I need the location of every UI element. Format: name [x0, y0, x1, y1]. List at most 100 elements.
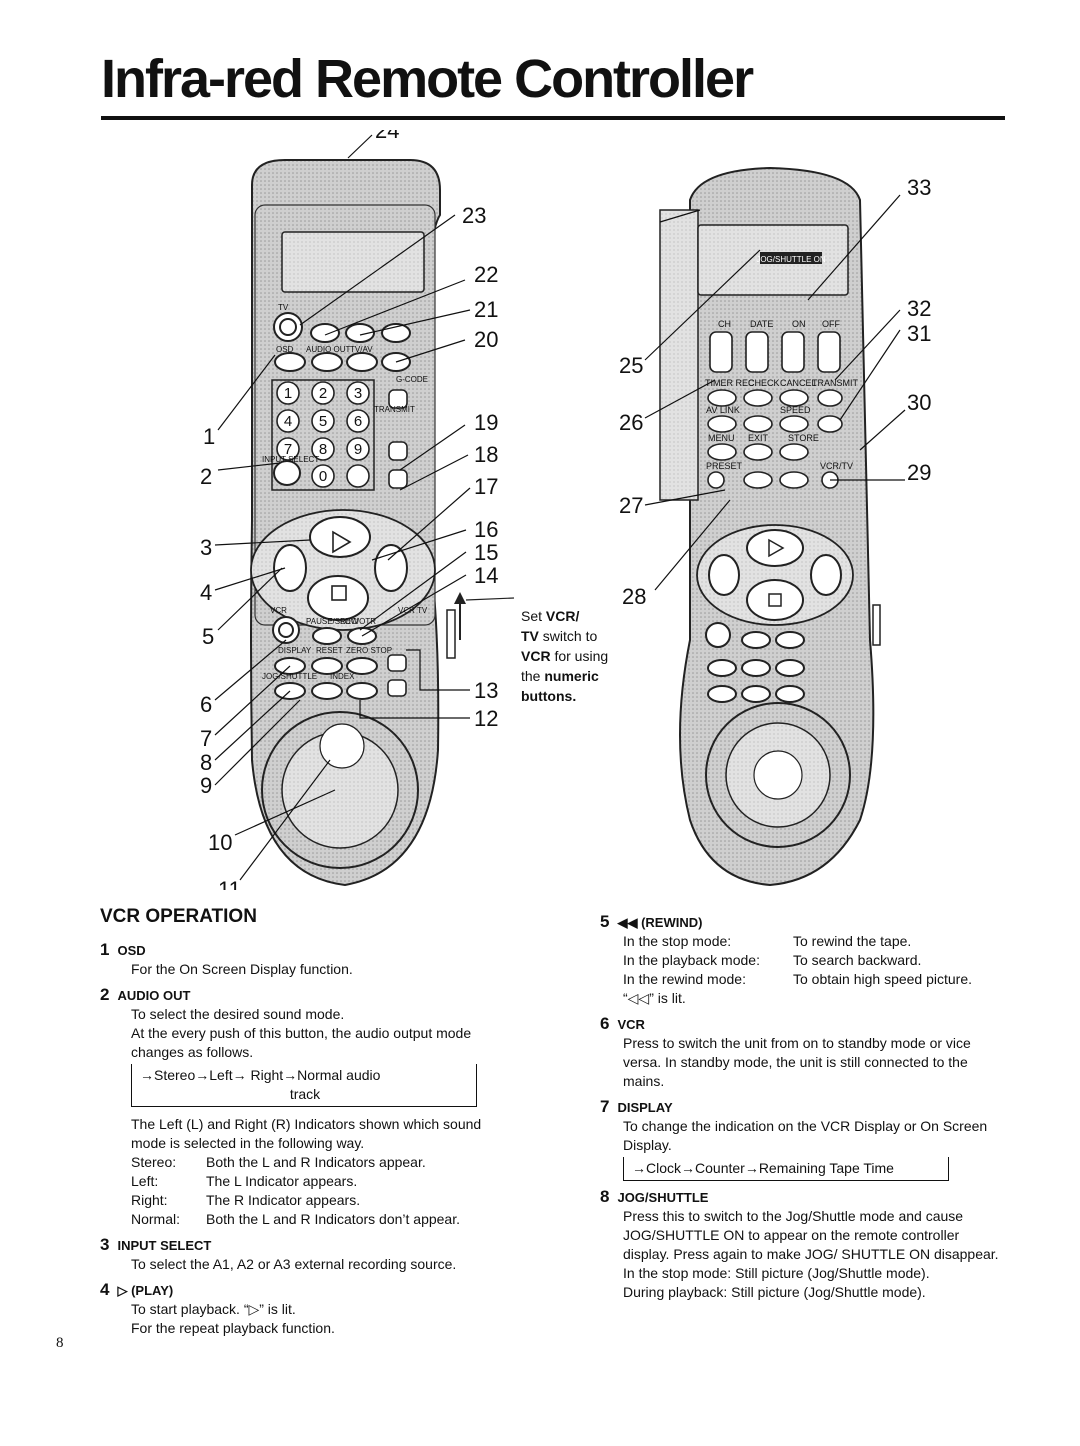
callout-18: 18: [474, 442, 498, 467]
item-input-select-text: To select the A1, A2 or A3 external reco…: [131, 1256, 457, 1272]
svg-text:JOG/SHUTTLE: JOG/SHUTTLE: [262, 672, 317, 681]
callout-9: 9: [200, 773, 212, 798]
callout-27: 27: [619, 493, 643, 518]
item-rewind-heading: 5◀◀ (REWIND): [600, 912, 703, 931]
svg-text:TRANSMIT: TRANSMIT: [812, 378, 859, 388]
svg-text:5: 5: [319, 413, 327, 430]
svg-text:EXIT: EXIT: [748, 433, 769, 443]
svg-text:7: 7: [284, 441, 292, 458]
svg-text:8: 8: [319, 441, 327, 458]
callout-22: 22: [474, 262, 498, 287]
callout-28: 28: [622, 584, 646, 609]
svg-text:2: 2: [319, 385, 327, 402]
callout-3: 3: [200, 535, 212, 560]
svg-text:INPUT SELECT: INPUT SELECT: [262, 455, 319, 464]
callout-5: 5: [202, 624, 214, 649]
svg-text:4: 4: [284, 413, 292, 430]
callout-19: 19: [474, 410, 498, 435]
item-jog-shuttle-body: Press this to switch to the Jog/Shuttle …: [623, 1208, 999, 1300]
svg-text:CANCEL: CANCEL: [780, 378, 817, 388]
svg-text:TIMER REC: TIMER REC: [705, 378, 755, 388]
svg-text:JOG/SHUTTLE ON: JOG/SHUTTLE ON: [756, 255, 826, 264]
callout-25: 25: [619, 353, 643, 378]
svg-text:PRESET: PRESET: [706, 461, 743, 471]
callout-8: 8: [200, 750, 212, 775]
callout-14: 14: [474, 563, 498, 588]
svg-text:VCR/TV: VCR/TV: [820, 461, 853, 471]
left-remote: 1 2 3 4 5 6 7 8 9 0: [250, 159, 441, 887]
vcr-tv-switch-note: Set VCR/ TV switch to VCR for using the …: [521, 608, 609, 704]
svg-text:DATE: DATE: [750, 319, 773, 329]
svg-text:G-CODE: G-CODE: [396, 375, 428, 384]
remote-diagram: 1 2 3 4 5 6 7 8 9 0: [200, 130, 931, 890]
svg-text:SPEED: SPEED: [780, 405, 811, 415]
callout-6: 6: [200, 692, 212, 717]
audio-indicator-text: The Left (L) and Right (R) Indicators sh…: [131, 1116, 482, 1227]
callout-15: 15: [474, 540, 498, 565]
callout-24: 24: [375, 130, 399, 143]
callout-11: 11: [218, 877, 241, 890]
svg-text:AUDIO OUT: AUDIO OUT: [306, 345, 351, 354]
display-cycle-box: →Clock→Counter→Remaining Tape Time: [623, 1157, 949, 1181]
callout-2: 2: [200, 464, 212, 489]
callout-16: 16: [474, 517, 498, 542]
item-rewind-body: In the stop mode:To rewind the tape. In …: [623, 933, 973, 1006]
svg-text:AV LINK: AV LINK: [706, 405, 740, 415]
vcr-operation-heading: VCR OPERATION: [100, 906, 257, 927]
item-play-heading: 4▷ (PLAY): [100, 1280, 174, 1299]
callout-13: 13: [474, 678, 498, 703]
svg-text:CHECK: CHECK: [748, 378, 780, 388]
callout-21: 21: [474, 297, 498, 322]
callout-4: 4: [200, 580, 212, 605]
svg-text:TRANSMIT: TRANSMIT: [374, 405, 415, 414]
svg-text:MENU: MENU: [708, 433, 735, 443]
item-display-body: To change the indication on the VCR Disp…: [600, 1117, 1000, 1181]
item-play-text: To start playback. “▷” is lit. For the r…: [131, 1301, 335, 1336]
svg-text:RESET: RESET: [316, 646, 343, 655]
callout-7: 7: [200, 726, 212, 751]
svg-text:OFF: OFF: [822, 319, 840, 329]
svg-text:PAUSE/SLOW: PAUSE/SLOW: [306, 617, 359, 626]
svg-text:TV/AV: TV/AV: [350, 345, 373, 354]
svg-text:VCR: VCR: [270, 606, 287, 615]
callout-numbers: 1 2 3 4 5 6 7 8 9 10 11 24 23 22 21 20 1…: [200, 130, 931, 890]
svg-text:ON: ON: [792, 319, 806, 329]
callout-12: 12: [474, 706, 498, 731]
svg-text:ZERO STOP: ZERO STOP: [346, 646, 392, 655]
callout-29: 29: [907, 460, 931, 485]
svg-text:REC/OTR: REC/OTR: [340, 617, 376, 626]
left-leader-lines: [214, 134, 906, 881]
callout-20: 20: [474, 327, 498, 352]
callout-31: 31: [907, 321, 931, 346]
item-audio-out-body: To select the desired sound mode. At the…: [100, 1005, 515, 1107]
callout-23: 23: [462, 203, 486, 228]
item-osd-text: For the On Screen Display function.: [131, 961, 353, 977]
audio-mode-cycle-box: →Stereo→Left→ Right→Normal audio track: [131, 1064, 477, 1107]
svg-text:TV: TV: [278, 303, 289, 312]
item-vcr-text: Press to switch the unit from on to stan…: [623, 1035, 971, 1089]
svg-text:3: 3: [354, 385, 362, 402]
svg-text:9: 9: [354, 441, 362, 458]
svg-text:0: 0: [319, 468, 327, 485]
svg-text:INDEX: INDEX: [330, 672, 355, 681]
right-remote: JOG/SHUTTLE ON CH DATE ON OFF TIMER REC …: [659, 166, 881, 887]
callout-32: 32: [907, 296, 931, 321]
svg-text:OSD: OSD: [276, 345, 294, 354]
svg-text:STORE: STORE: [788, 433, 819, 443]
callout-10: 10: [208, 830, 232, 855]
callout-30: 30: [907, 390, 931, 415]
vcr-tv-switch-indicator: [446, 592, 515, 659]
svg-text:6: 6: [354, 413, 362, 430]
svg-text:1: 1: [284, 385, 292, 402]
svg-text:CH: CH: [718, 319, 731, 329]
title-rule: [101, 116, 1005, 120]
callout-1: 1: [203, 424, 215, 449]
callout-26: 26: [619, 410, 643, 435]
